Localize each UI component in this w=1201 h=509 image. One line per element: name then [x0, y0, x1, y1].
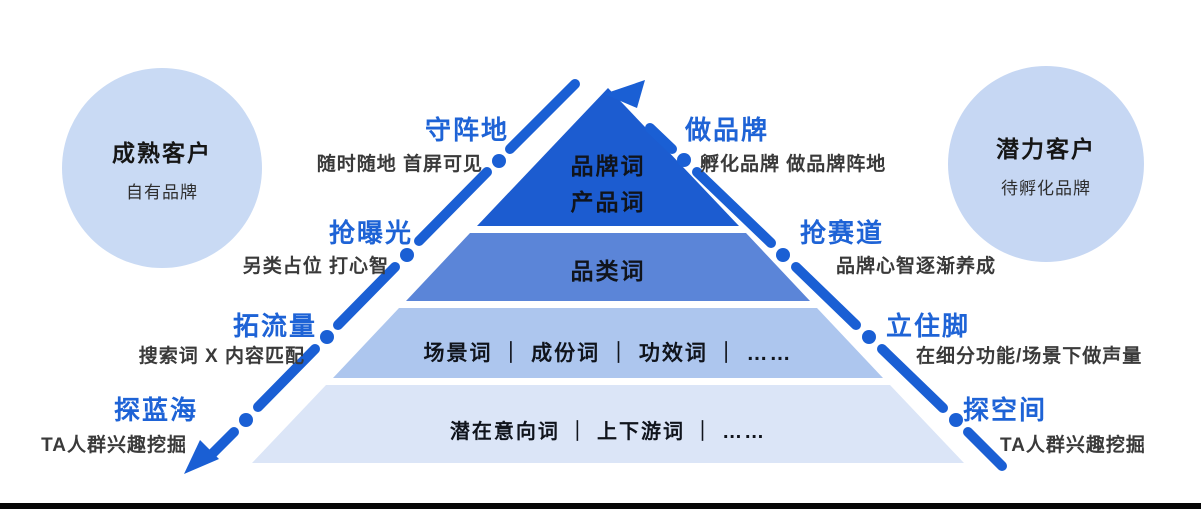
- left-flow-line: [207, 79, 580, 459]
- bottom-edge-bar: [0, 503, 1201, 509]
- potential-customer-circle: 潜力客户 待孵化品牌: [948, 66, 1144, 262]
- brand-words-line: 品牌词: [570, 153, 646, 179]
- left-flow-dots: [239, 154, 506, 427]
- right-step-1-desc: 孵化品牌 做品牌阵地: [700, 154, 887, 175]
- left-step-2-label: 抢曝光: [328, 218, 413, 248]
- left-step-3-desc: 搜索词 X 内容匹配: [138, 346, 305, 367]
- pyramid-level-2-label: 品类词: [570, 258, 646, 284]
- left-step-4-desc: TA人群兴趣挖掘: [41, 435, 187, 456]
- right-step-2-desc: 品牌心智逐渐养成: [836, 256, 997, 277]
- mature-customer-title: 成熟客户: [112, 139, 212, 166]
- mature-customer-circle: 成熟客户 自有品牌: [62, 68, 262, 268]
- right-flow-dots: [677, 153, 963, 427]
- mature-customer-subtitle: 自有品牌: [126, 182, 198, 202]
- right-step-3-label: 立住脚: [886, 311, 971, 341]
- right-flow-line: [645, 123, 1007, 471]
- left-step-2-desc: 另类占位 打心智: [242, 256, 389, 277]
- potential-customer-title: 潜力客户: [996, 135, 1096, 162]
- potential-customer-subtitle: 待孵化品牌: [1001, 178, 1091, 198]
- right-step-4-desc: TA人群兴趣挖掘: [1000, 435, 1146, 456]
- right-step-3-desc: 在细分功能/场景下做声量: [916, 346, 1143, 367]
- right-step-4-label: 探空间: [963, 395, 1048, 425]
- left-arrowhead-icon: [184, 440, 219, 474]
- left-step-1-desc: 随时随地 首屏可见: [316, 154, 483, 175]
- pyramid-level-1-shape: [477, 88, 739, 226]
- pyramid-level-3-shape: [333, 308, 883, 378]
- product-words-line: 产品词: [570, 189, 646, 215]
- pyramid-level-4-shape: [252, 385, 964, 463]
- left-step-3-label: 拓流量: [232, 311, 317, 341]
- apex-arrowhead-icon: [604, 80, 645, 108]
- left-step-4-label: 探蓝海: [113, 395, 198, 425]
- right-step-1-label: 做品牌: [685, 115, 770, 145]
- pyramid-level-3-label: 场景词 ｜ 成份词 ｜ 功效词 ｜ ……: [423, 342, 793, 365]
- pyramid-level-4-label: 潜在意向词 ｜ 上下游词 ｜ ……: [449, 421, 767, 443]
- pyramid-level-1-label: 品牌词 产品词: [458, 148, 758, 220]
- pyramid-level-2-shape: [406, 233, 810, 301]
- right-step-2-label: 抢赛道: [800, 218, 885, 248]
- left-step-1-label: 守阵地: [424, 115, 509, 145]
